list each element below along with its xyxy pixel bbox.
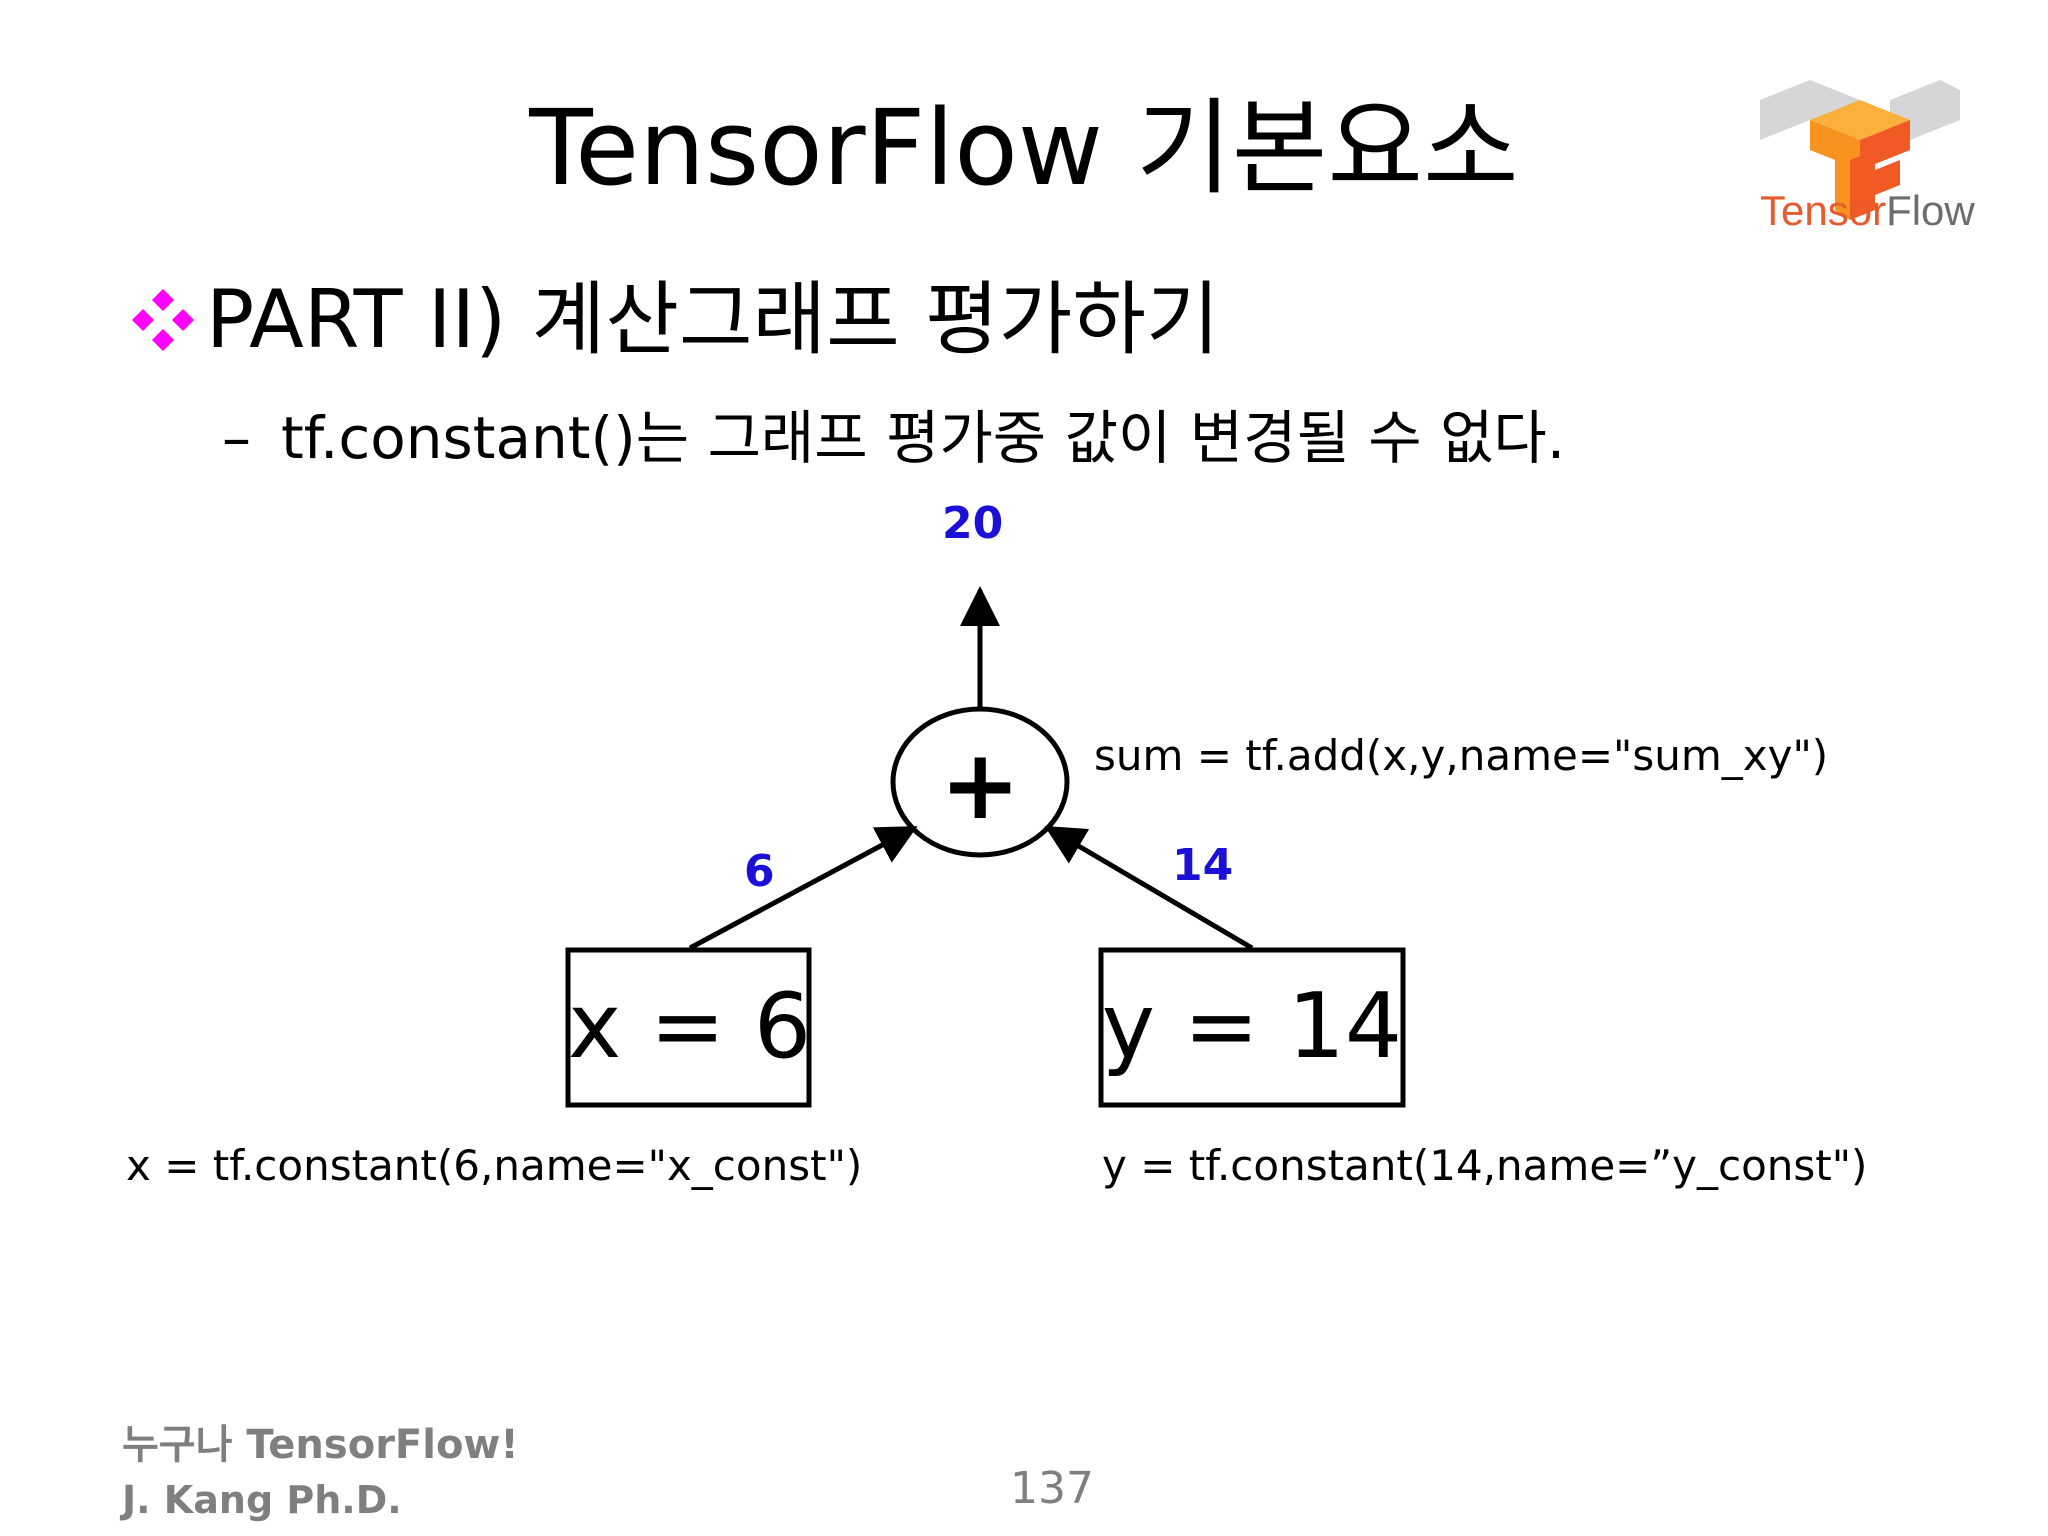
add-op-code: sum = tf.add(x,y,name="sum_xy") bbox=[1094, 731, 1829, 780]
add-op-symbol: + bbox=[940, 729, 1021, 841]
node-y-box bbox=[1098, 947, 1406, 1108]
diamond-bullet-icon bbox=[132, 289, 194, 351]
node-y-code: y = tf.constant(14,name=”y_const") bbox=[1102, 1141, 1868, 1190]
node-x-code: x = tf.constant(6,name="x_const") bbox=[126, 1141, 863, 1190]
sub-bullet-text: tf.constant()는 그래프 평가중 값이 변경될 수 없다. bbox=[281, 404, 1566, 472]
page-number: 137 bbox=[1010, 1463, 1094, 1514]
add-op-node bbox=[890, 706, 1070, 858]
bullet-item: PART II) 계산그래프 평가하기 bbox=[128, 270, 1220, 370]
logo-text-tensor: Tensor bbox=[1760, 187, 1887, 234]
node-x-box bbox=[565, 947, 812, 1108]
bullet-text: PART II) 계산그래프 평가하기 bbox=[206, 273, 1220, 366]
sub-bullet-item: –tf.constant()는 그래프 평가중 값이 변경될 수 없다. bbox=[222, 400, 1565, 476]
tensorflow-logo-text: TensorFlow bbox=[1760, 186, 1975, 236]
node-x-label: x = 6 bbox=[568, 974, 812, 1079]
footer-author: J. Kang Ph.D. bbox=[122, 1478, 402, 1522]
slide-title: TensorFlow 기본요소 bbox=[529, 87, 1519, 209]
sub-bullet-dash: – bbox=[222, 404, 251, 472]
footer-course-title: 누구나 TensorFlow! bbox=[122, 1422, 519, 1468]
node-y-label: y = 14 bbox=[1101, 974, 1403, 1079]
right-edge-value: 14 bbox=[1172, 840, 1234, 891]
logo-text-flow: Flow bbox=[1886, 187, 1975, 234]
tensorflow-logo-icon bbox=[1760, 80, 1960, 220]
right-edge bbox=[1044, 825, 1254, 951]
left-edge-value: 6 bbox=[744, 846, 775, 897]
left-edge bbox=[688, 825, 918, 951]
output-value: 20 bbox=[942, 498, 1004, 549]
